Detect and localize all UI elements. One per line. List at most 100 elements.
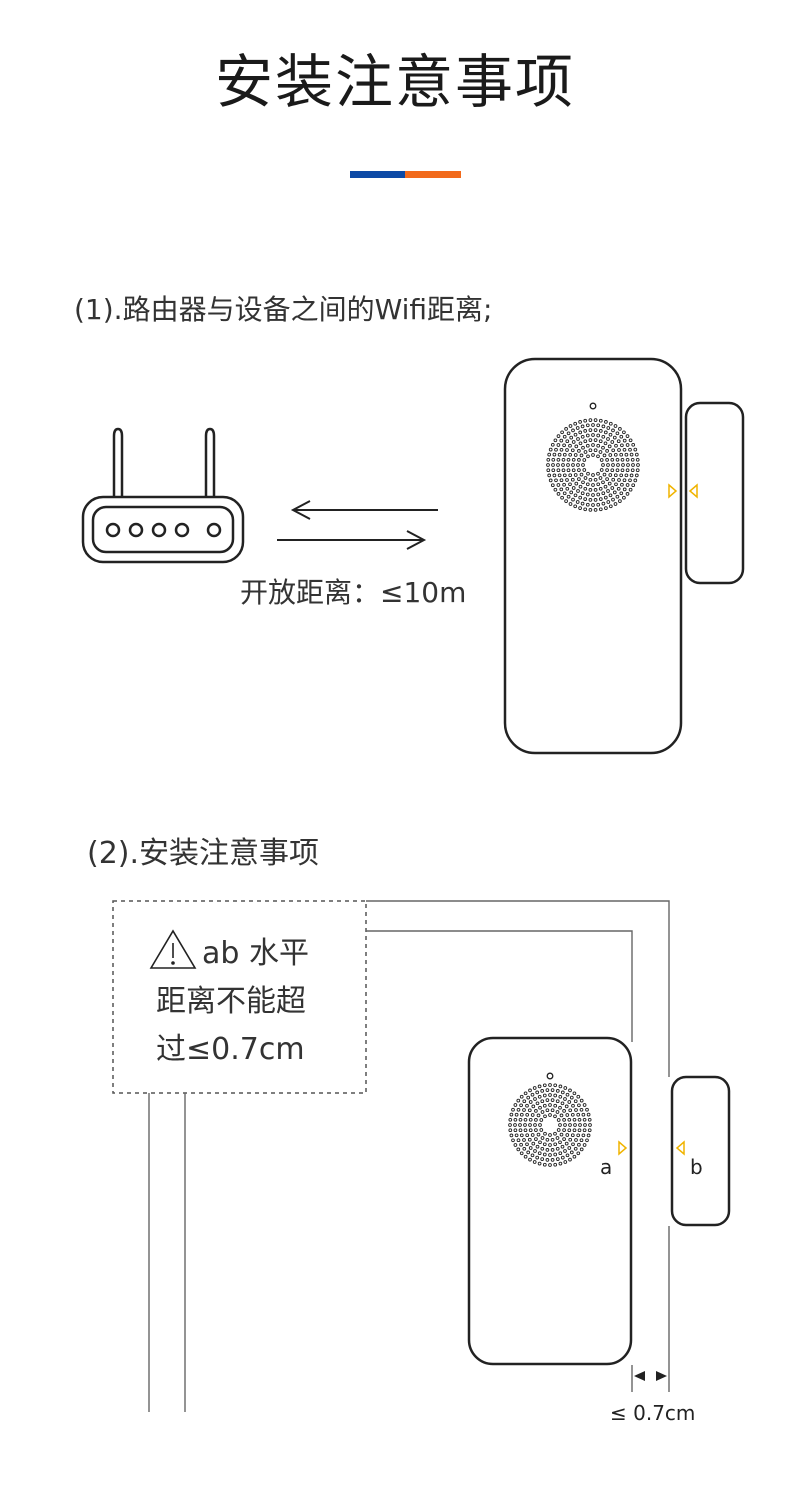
grille-dot xyxy=(525,1142,529,1147)
grille-dot xyxy=(559,447,564,452)
grille-dot xyxy=(613,502,618,506)
grille-dot xyxy=(565,1133,570,1137)
grille-dot xyxy=(580,424,585,429)
grille-dot xyxy=(553,1103,558,1108)
grille-dot xyxy=(519,1103,523,1108)
grille-dot xyxy=(509,1133,514,1138)
grille-dot xyxy=(593,488,598,492)
sensor-device-icon xyxy=(467,1036,633,1366)
warning-text: ab 水平 距离不能超 过≤0.7cm xyxy=(156,930,356,1074)
grille-dot xyxy=(539,1118,544,1122)
grille-dot xyxy=(569,435,574,440)
grille-dot xyxy=(606,437,610,441)
grille-dot xyxy=(581,1133,586,1138)
grille-dot xyxy=(573,453,578,457)
grille-dot xyxy=(598,507,603,512)
grille-dot xyxy=(585,1107,589,1112)
grille-dot xyxy=(556,468,561,473)
grille-dot xyxy=(548,1143,552,1147)
grille-dot xyxy=(619,491,624,496)
grille-dot xyxy=(558,1140,562,1145)
grille-dot xyxy=(593,508,598,512)
grille-dot xyxy=(516,1138,521,1143)
grille-dot xyxy=(580,501,585,506)
grille-dot xyxy=(591,433,595,437)
grille-dot xyxy=(603,441,608,446)
grille-dot xyxy=(564,499,568,503)
grille-dot xyxy=(557,473,562,478)
grille-dot xyxy=(550,1098,555,1102)
grille-dot xyxy=(598,497,603,501)
grille-dot xyxy=(575,500,580,504)
grille-dot xyxy=(581,480,585,485)
grille-dot xyxy=(569,1150,574,1155)
grille-dot xyxy=(545,1137,550,1142)
grille-dot xyxy=(571,486,576,490)
accent-bar-orange xyxy=(405,171,461,178)
grille-dot xyxy=(617,448,621,452)
grille-dot xyxy=(601,463,605,467)
grille-dot xyxy=(522,1138,526,1142)
guide-lines xyxy=(148,900,670,1412)
grille-dot xyxy=(578,420,582,424)
grille-dot xyxy=(548,1093,552,1097)
grille-dot xyxy=(565,1153,570,1158)
grille-dot xyxy=(528,1100,533,1104)
grille-dot xyxy=(572,1154,577,1159)
grille-dot xyxy=(545,1088,550,1092)
grille-dot xyxy=(556,1118,561,1122)
grille-dot xyxy=(576,489,580,493)
grille-dot xyxy=(596,423,601,428)
grille-dot xyxy=(527,1108,532,1113)
grille-dot xyxy=(628,438,633,443)
grille-dot xyxy=(565,486,570,491)
grille-dot xyxy=(572,1128,577,1133)
grille-dot xyxy=(545,1108,550,1113)
grille-dot xyxy=(553,1114,557,1119)
grille-dot xyxy=(619,473,624,478)
grille-dot xyxy=(530,1092,535,1097)
grille-dot xyxy=(593,438,598,442)
grille-dot xyxy=(578,495,583,500)
grille-dot xyxy=(607,481,612,486)
grille-dot xyxy=(608,421,613,426)
grille-dot xyxy=(588,448,593,453)
grille-dot xyxy=(570,1133,575,1138)
grille-dot xyxy=(562,443,566,448)
grille-dot xyxy=(575,426,580,430)
grille-dot xyxy=(591,423,595,427)
grille-dot xyxy=(537,1084,542,1089)
grille-dot xyxy=(582,1128,587,1133)
grille-dot xyxy=(576,1133,581,1138)
grille-dot xyxy=(553,1093,558,1098)
grille-dot xyxy=(628,447,632,452)
grille-dot xyxy=(536,1113,541,1118)
grille-dot xyxy=(571,1103,575,1108)
grille-dot xyxy=(538,1123,542,1127)
grille-dot xyxy=(538,1140,542,1145)
grille-dot xyxy=(548,1163,552,1167)
grille-dot xyxy=(535,1144,540,1149)
distance-label: 开放距离：≤10m xyxy=(240,576,467,609)
grille-dot xyxy=(571,463,575,467)
grille-dot xyxy=(606,489,610,493)
grille-dot xyxy=(516,1147,521,1152)
grille-dot xyxy=(579,1138,584,1143)
grille-dot xyxy=(598,450,603,454)
grille-dot xyxy=(551,468,556,473)
grille-dot xyxy=(588,477,593,482)
grille-dot xyxy=(511,1107,515,1112)
grille-dot xyxy=(526,1095,531,1100)
grille-dot xyxy=(548,1103,552,1107)
grille-dot xyxy=(620,468,625,473)
grille-dot xyxy=(622,438,627,443)
grille-dot xyxy=(556,457,561,462)
grille-dot xyxy=(588,418,593,422)
grille-dot xyxy=(631,463,635,467)
grille-dot xyxy=(542,1162,547,1167)
grille-dot xyxy=(564,1104,569,1109)
grille-dot xyxy=(526,1150,531,1155)
grille-dot xyxy=(513,1123,517,1127)
grille-dot xyxy=(565,1092,570,1097)
grille-dot xyxy=(606,500,611,504)
